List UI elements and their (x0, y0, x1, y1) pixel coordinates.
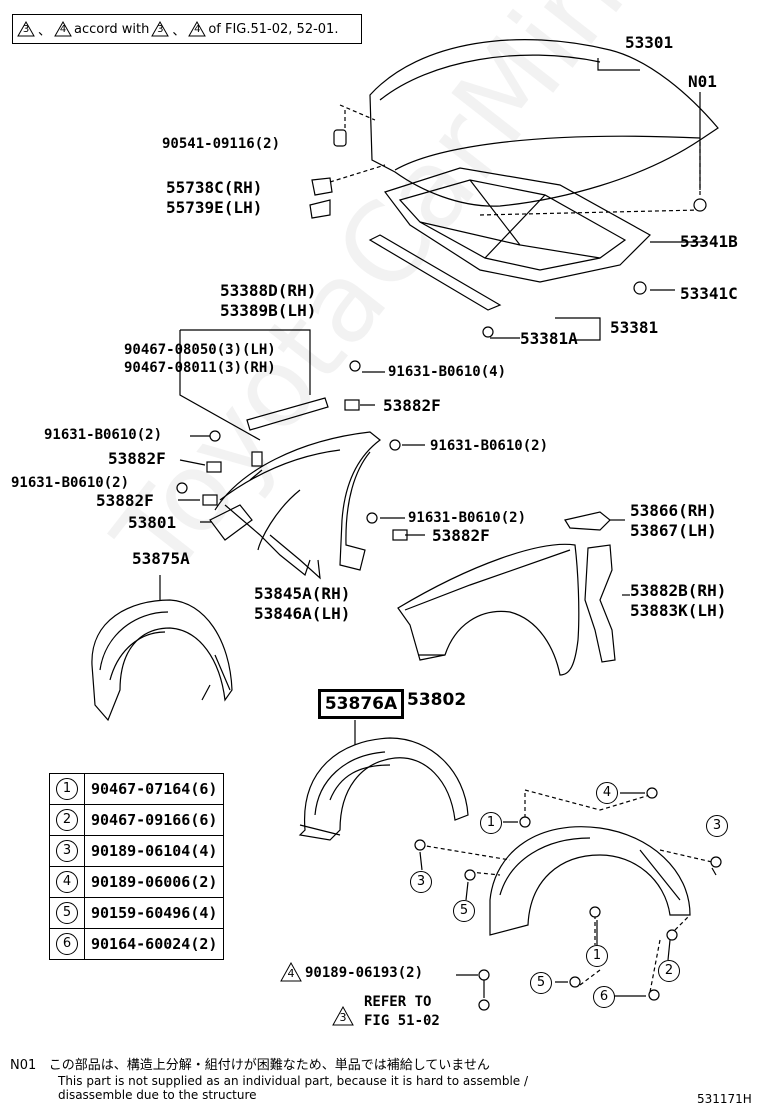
front-fender (397, 543, 580, 676)
header-text-accord: accord with (74, 21, 150, 37)
hood-inner-frame (384, 167, 651, 283)
callout-1: 1 (586, 945, 608, 967)
fig-reference-note: 3 、 4 accord with 3 、 4 of FIG.51-02, 52… (12, 14, 362, 44)
footnote-en: This part is not supplied as an individu… (58, 1074, 529, 1102)
part-53876a-highlighted[interactable]: 53876A (318, 689, 404, 719)
part-53388d: 53388D(RH) (220, 281, 317, 300)
hood-panel (369, 39, 719, 207)
callout-5: 5 (453, 900, 475, 922)
part-53866: 53866(RH) (630, 501, 717, 520)
header-text-fig: of FIG.51-02, 52-01. (208, 21, 339, 37)
refer-fig-label: FIG 51-02 (364, 1013, 440, 1029)
triangle-3-icon: 3 (332, 1005, 354, 1026)
part-53875a: 53875A (132, 549, 190, 568)
figure-number: 531171H (697, 1092, 752, 1106)
liner-53875a (91, 599, 233, 722)
part-53882b: 53882B(RH) (630, 581, 727, 600)
fender-bracket (209, 504, 253, 541)
part-90189-06193: 90189-06193(2) (305, 965, 424, 981)
callout-3: 3 (410, 871, 432, 893)
fender-bracket-53866 (564, 511, 611, 531)
part-53341c: 53341C (680, 284, 738, 303)
part-53882f-left-2: 53882F (96, 491, 154, 510)
part-91631-b0610-4: 91631-B0610(4) (388, 364, 507, 380)
part-53381: 53381 (610, 318, 659, 337)
part-90467-08050: 90467-08050(3)(LH) (124, 342, 276, 358)
triangle-4-icon: 4 (54, 21, 72, 37)
part-53883k: 53883K(LH) (630, 601, 727, 620)
fender-liner (489, 826, 691, 936)
triangle-4-icon: 4 (188, 21, 207, 37)
part-n01: N01 (688, 72, 717, 91)
liner-53876a (298, 737, 469, 841)
part-55738c: 55738C(RH) (166, 178, 263, 197)
hood-seal (368, 234, 502, 311)
callout-1: 1 (480, 812, 502, 834)
part-53882f-left-1: 53882F (108, 449, 166, 468)
part-91631-b0610-center: 91631-B0610(2) (408, 510, 527, 526)
part-55739e: 55739E(LH) (166, 198, 263, 217)
part-90541-09116: 90541-09116(2) (162, 136, 281, 152)
fender-seal-strip (246, 397, 329, 431)
footnote-jp: N01 この部品は、構造上分解・組付けが困難なため、単品では補給していません (10, 1058, 490, 1073)
callout-4: 4 (596, 782, 618, 804)
part-53882f-upper: 53882F (383, 396, 441, 415)
part-53802: 53802 (407, 690, 467, 710)
triangle-3-icon: 3 (151, 21, 170, 37)
triangle-4-icon: 4 (280, 961, 302, 982)
part-53845a: 53845A(RH) (254, 584, 351, 603)
callout-2: 2 (658, 960, 680, 982)
part-53389b: 53389B(LH) (220, 301, 317, 320)
part-91631-b0610-mid: 91631-B0610(2) (430, 438, 549, 454)
part-53801: 53801 (128, 513, 177, 532)
part-53301: 53301 (625, 33, 674, 52)
triangle-3-icon: 3 (17, 21, 35, 37)
part-91631-b0610-left-1: 91631-B0610(2) (44, 427, 163, 443)
callout-3: 3 (706, 815, 728, 837)
part-53341b: 53341B (680, 232, 738, 251)
part-53867: 53867(LH) (630, 521, 717, 540)
part-90467-08011: 90467-08011(3)(RH) (124, 360, 276, 376)
refer-to-label: REFER TO (364, 994, 432, 1010)
part-53846a: 53846A(LH) (254, 604, 351, 623)
fender-protector (584, 544, 616, 663)
callout-6: 6 (593, 986, 615, 1008)
part-91631-b0610-left-2: 91631-B0610(2) (11, 475, 130, 491)
fender-apron (214, 431, 381, 571)
callout-5: 5 (530, 972, 552, 994)
part-53882f-center: 53882F (432, 526, 490, 545)
part-53381a: 53381A (520, 329, 578, 348)
